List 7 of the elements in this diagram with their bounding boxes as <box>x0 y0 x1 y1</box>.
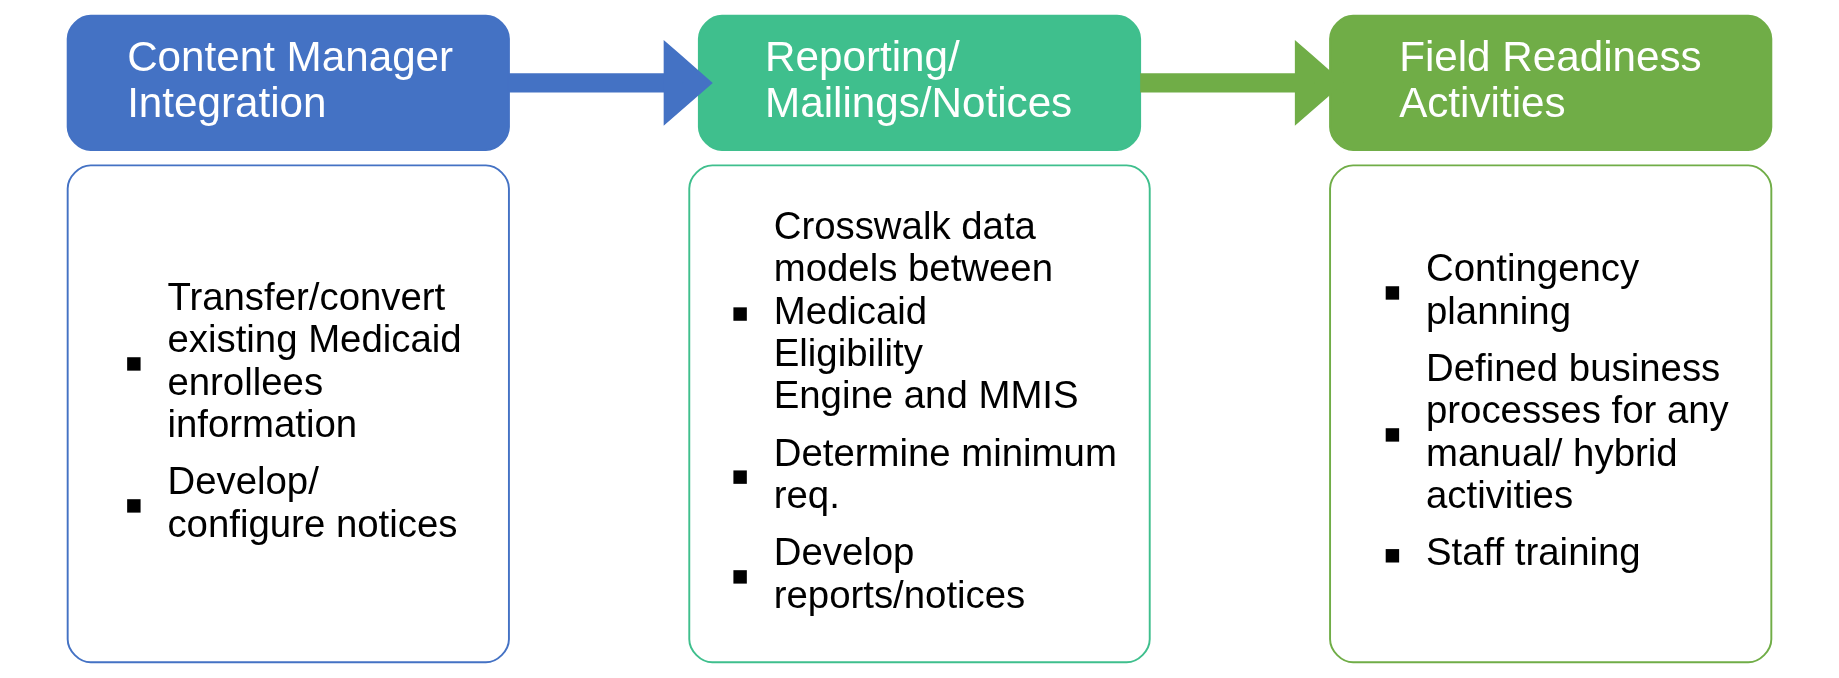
node-box: Crosswalk data models between Medicaid Eligibility Engine and MMIS Determine minimum req. Develop reports/notices <box>688 164 1151 664</box>
node-box: Transfer/convert existing Medicaid enrollees information Develop/ configure notices <box>66 164 510 664</box>
node-box: Reporting/ Mailings/Notices <box>697 14 1142 151</box>
node-box: Field Readiness Activities <box>1329 14 1773 151</box>
node-box: Contingency planning Defined business processes for any manual/ hybrid activities Staff training <box>1329 164 1773 664</box>
arrow <box>508 39 713 126</box>
node-box: Content Manager Integration <box>66 14 510 151</box>
